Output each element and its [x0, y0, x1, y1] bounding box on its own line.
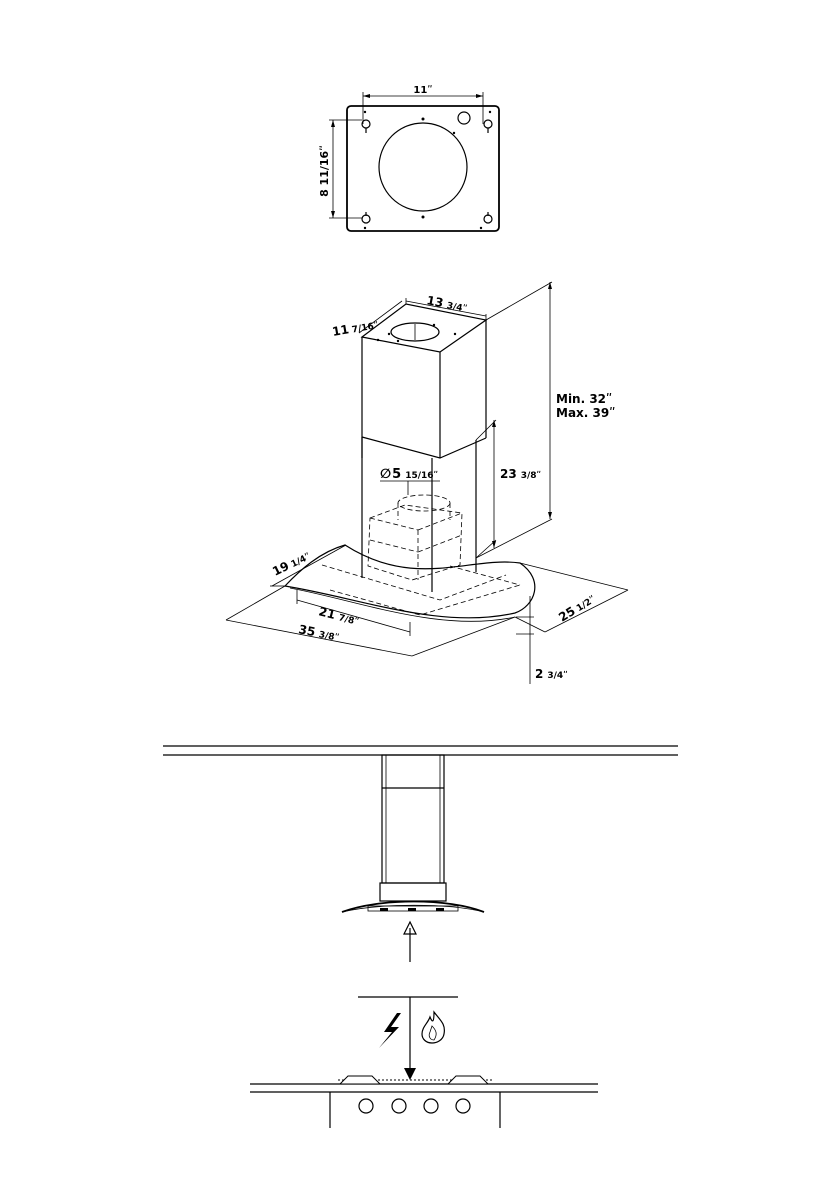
min-height-label: Min. 32ʺ [556, 392, 612, 406]
plate-screw-dot [422, 118, 425, 121]
overall-depth-label: 251/2ʺ [556, 591, 598, 624]
front-chimney [382, 755, 444, 883]
front-chimney-base [380, 883, 446, 901]
top-width-label: 133/4ʺ [425, 293, 468, 315]
chimney-top-face [362, 304, 486, 352]
plate-screw-dot [364, 227, 366, 229]
burner-grate-right [448, 1076, 488, 1084]
plate-cable-hole [458, 112, 470, 124]
internal-blower-dashed [322, 495, 520, 615]
plate-screw-dot [489, 111, 491, 113]
plate-duct-hole [379, 123, 467, 211]
keyhole-bottom-right [484, 212, 492, 223]
control-knob [359, 1099, 373, 1113]
front-view-installation [163, 746, 678, 1128]
control-knob [392, 1099, 406, 1113]
max-height-label: Max. 39ʺ [556, 406, 615, 420]
keyhole-bottom-left [362, 212, 370, 223]
chimney-joint [362, 437, 486, 458]
overall-width-label: 353/8ʺ [297, 622, 340, 644]
plate-height-label: 8 11/16ʺ [318, 145, 331, 197]
plate-width-label: 11ʺ [413, 84, 432, 96]
lightning-icon [379, 1013, 401, 1048]
control-knob [424, 1099, 438, 1113]
burner-grate-left [340, 1076, 380, 1084]
plate-screw-dot [480, 227, 482, 229]
plate-screw-dot [422, 216, 425, 219]
plate-screw-dot [453, 132, 455, 134]
inner-width-label: 217/8ʺ [317, 604, 360, 628]
keyhole-top-right [484, 120, 492, 133]
mounting-plate: 11ʺ 8 11/16ʺ [318, 84, 499, 231]
top-depth-label: 117/16ʺ [331, 317, 379, 339]
clearance-down-arrowhead [404, 1068, 416, 1080]
control-knob [456, 1099, 470, 1113]
glass-depth-label: 191/4ʺ [270, 548, 312, 578]
plate-screw-dot [364, 111, 366, 113]
